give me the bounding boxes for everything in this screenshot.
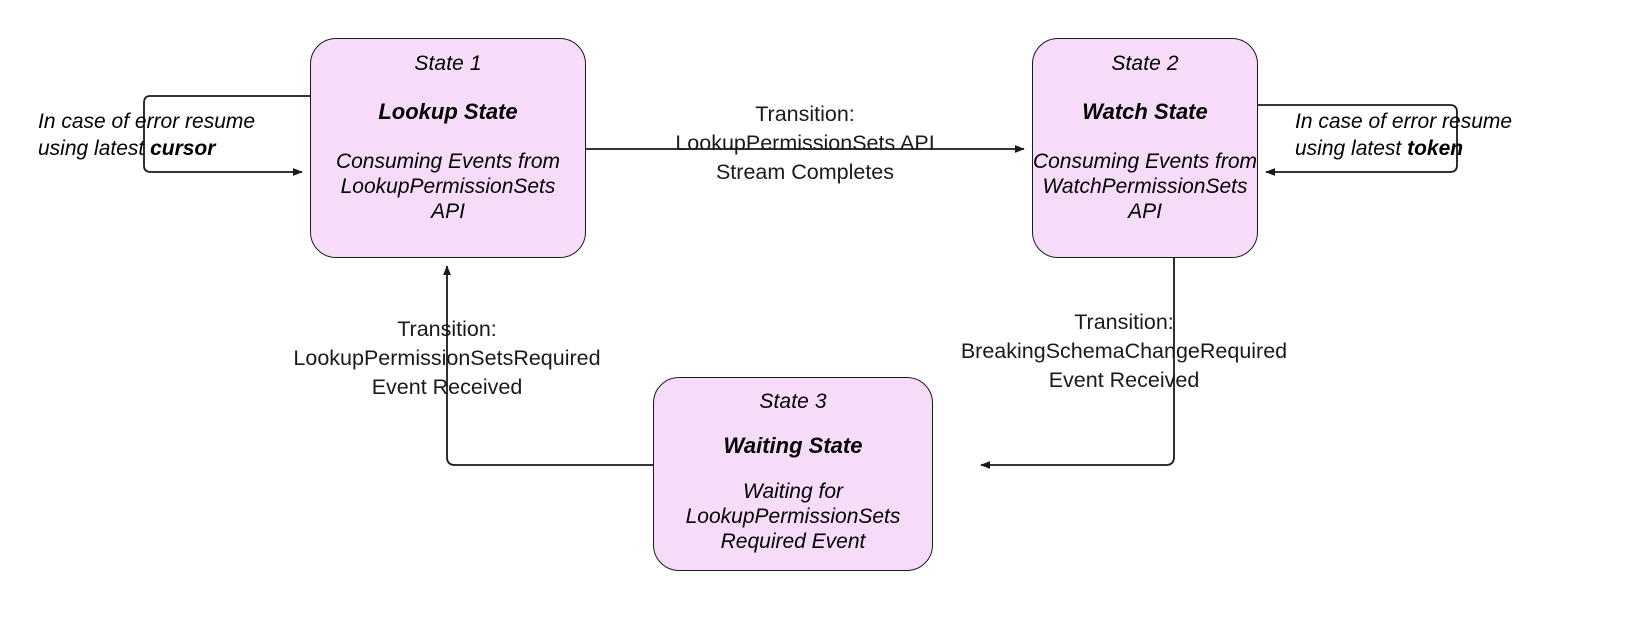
- self-loop-2-emphasis: token: [1407, 137, 1464, 160]
- edge-state3-to-state1: [443, 265, 653, 466]
- state-2-desc-line-3: API: [1128, 200, 1162, 223]
- edge-state2-self-loop: [1257, 104, 1458, 176]
- state-1-desc-line-2: LookupPermissionSets: [340, 175, 556, 198]
- self-loop-2-line-2: using latest token: [1295, 135, 1512, 162]
- state-2-desc-line-1: Consuming Events from: [1032, 150, 1258, 173]
- state-3-desc-line-3: Required Event: [720, 530, 866, 553]
- state-3-desc-line-1: Waiting for: [743, 480, 843, 503]
- state-3-index: State 3: [759, 390, 827, 413]
- transition-label-state1-state2: Transition: LookupPermissionSets API Str…: [640, 100, 970, 187]
- self-loop-label-state2: In case of error resume using latest tok…: [1295, 108, 1512, 162]
- transition-3-line-3: Event Received: [1048, 368, 1200, 392]
- state-3-desc-line-2: LookupPermissionSets: [685, 505, 901, 528]
- transition-label-state2-state3: Transition: BreakingSchemaChangeRequired…: [951, 308, 1297, 395]
- state-3-description: Waiting for LookupPermissionSets Require…: [686, 479, 901, 554]
- transition-2-line-3: Event Received: [371, 375, 523, 399]
- transition-1-line-2: LookupPermissionSets API: [675, 131, 935, 155]
- self-loop-1-emphasis: cursor: [150, 137, 216, 160]
- state-1-description: Consuming Events from LookupPermissionSe…: [336, 149, 560, 224]
- state-1-desc-line-3: API: [431, 200, 465, 223]
- self-loop-label-state1: In case of error resume using latest cur…: [38, 108, 255, 162]
- transition-2-line-2: LookupPermissionSetsRequired: [293, 346, 601, 370]
- state-2-index: State 2: [1111, 52, 1179, 75]
- state-3-title: Waiting State: [723, 433, 863, 458]
- self-loop-2-line-1: In case of error resume: [1295, 110, 1513, 133]
- transition-3-line-2: BreakingSchemaChangeRequired: [960, 339, 1288, 363]
- state-2-title: Watch State: [1082, 99, 1208, 124]
- self-loop-2-prefix: using latest: [1295, 137, 1408, 160]
- state-node-1[interactable]: State 1 Lookup State Consuming Events fr…: [310, 38, 586, 258]
- transition-1-line-1: Transition:: [755, 102, 855, 126]
- transition-label-state3-state1: Transition: LookupPermissionSetsRequired…: [282, 315, 612, 402]
- self-loop-1-line-2: using latest cursor: [38, 135, 255, 162]
- state-1-title: Lookup State: [378, 99, 518, 124]
- state-2-desc-line-2: WatchPermissionSets: [1042, 175, 1248, 198]
- edge-state2-to-state3: [980, 258, 1175, 469]
- state-node-3[interactable]: State 3 Waiting State Waiting for Lookup…: [653, 377, 933, 571]
- edge-state1-self-loop: [143, 95, 310, 176]
- state-node-2[interactable]: State 2 Watch State Consuming Events fro…: [1032, 38, 1258, 258]
- state-2-description: Consuming Events from WatchPermissionSet…: [1002, 149, 1288, 224]
- state-1-desc-line-1: Consuming Events from: [335, 150, 561, 173]
- transition-1-line-3: Stream Completes: [715, 160, 895, 184]
- state-1-index: State 1: [414, 52, 482, 75]
- self-loop-1-prefix: using latest: [38, 137, 151, 160]
- transition-3-line-1: Transition:: [1074, 310, 1174, 334]
- transition-2-line-1: Transition:: [397, 317, 497, 341]
- self-loop-1-line-1: In case of error resume: [38, 110, 256, 133]
